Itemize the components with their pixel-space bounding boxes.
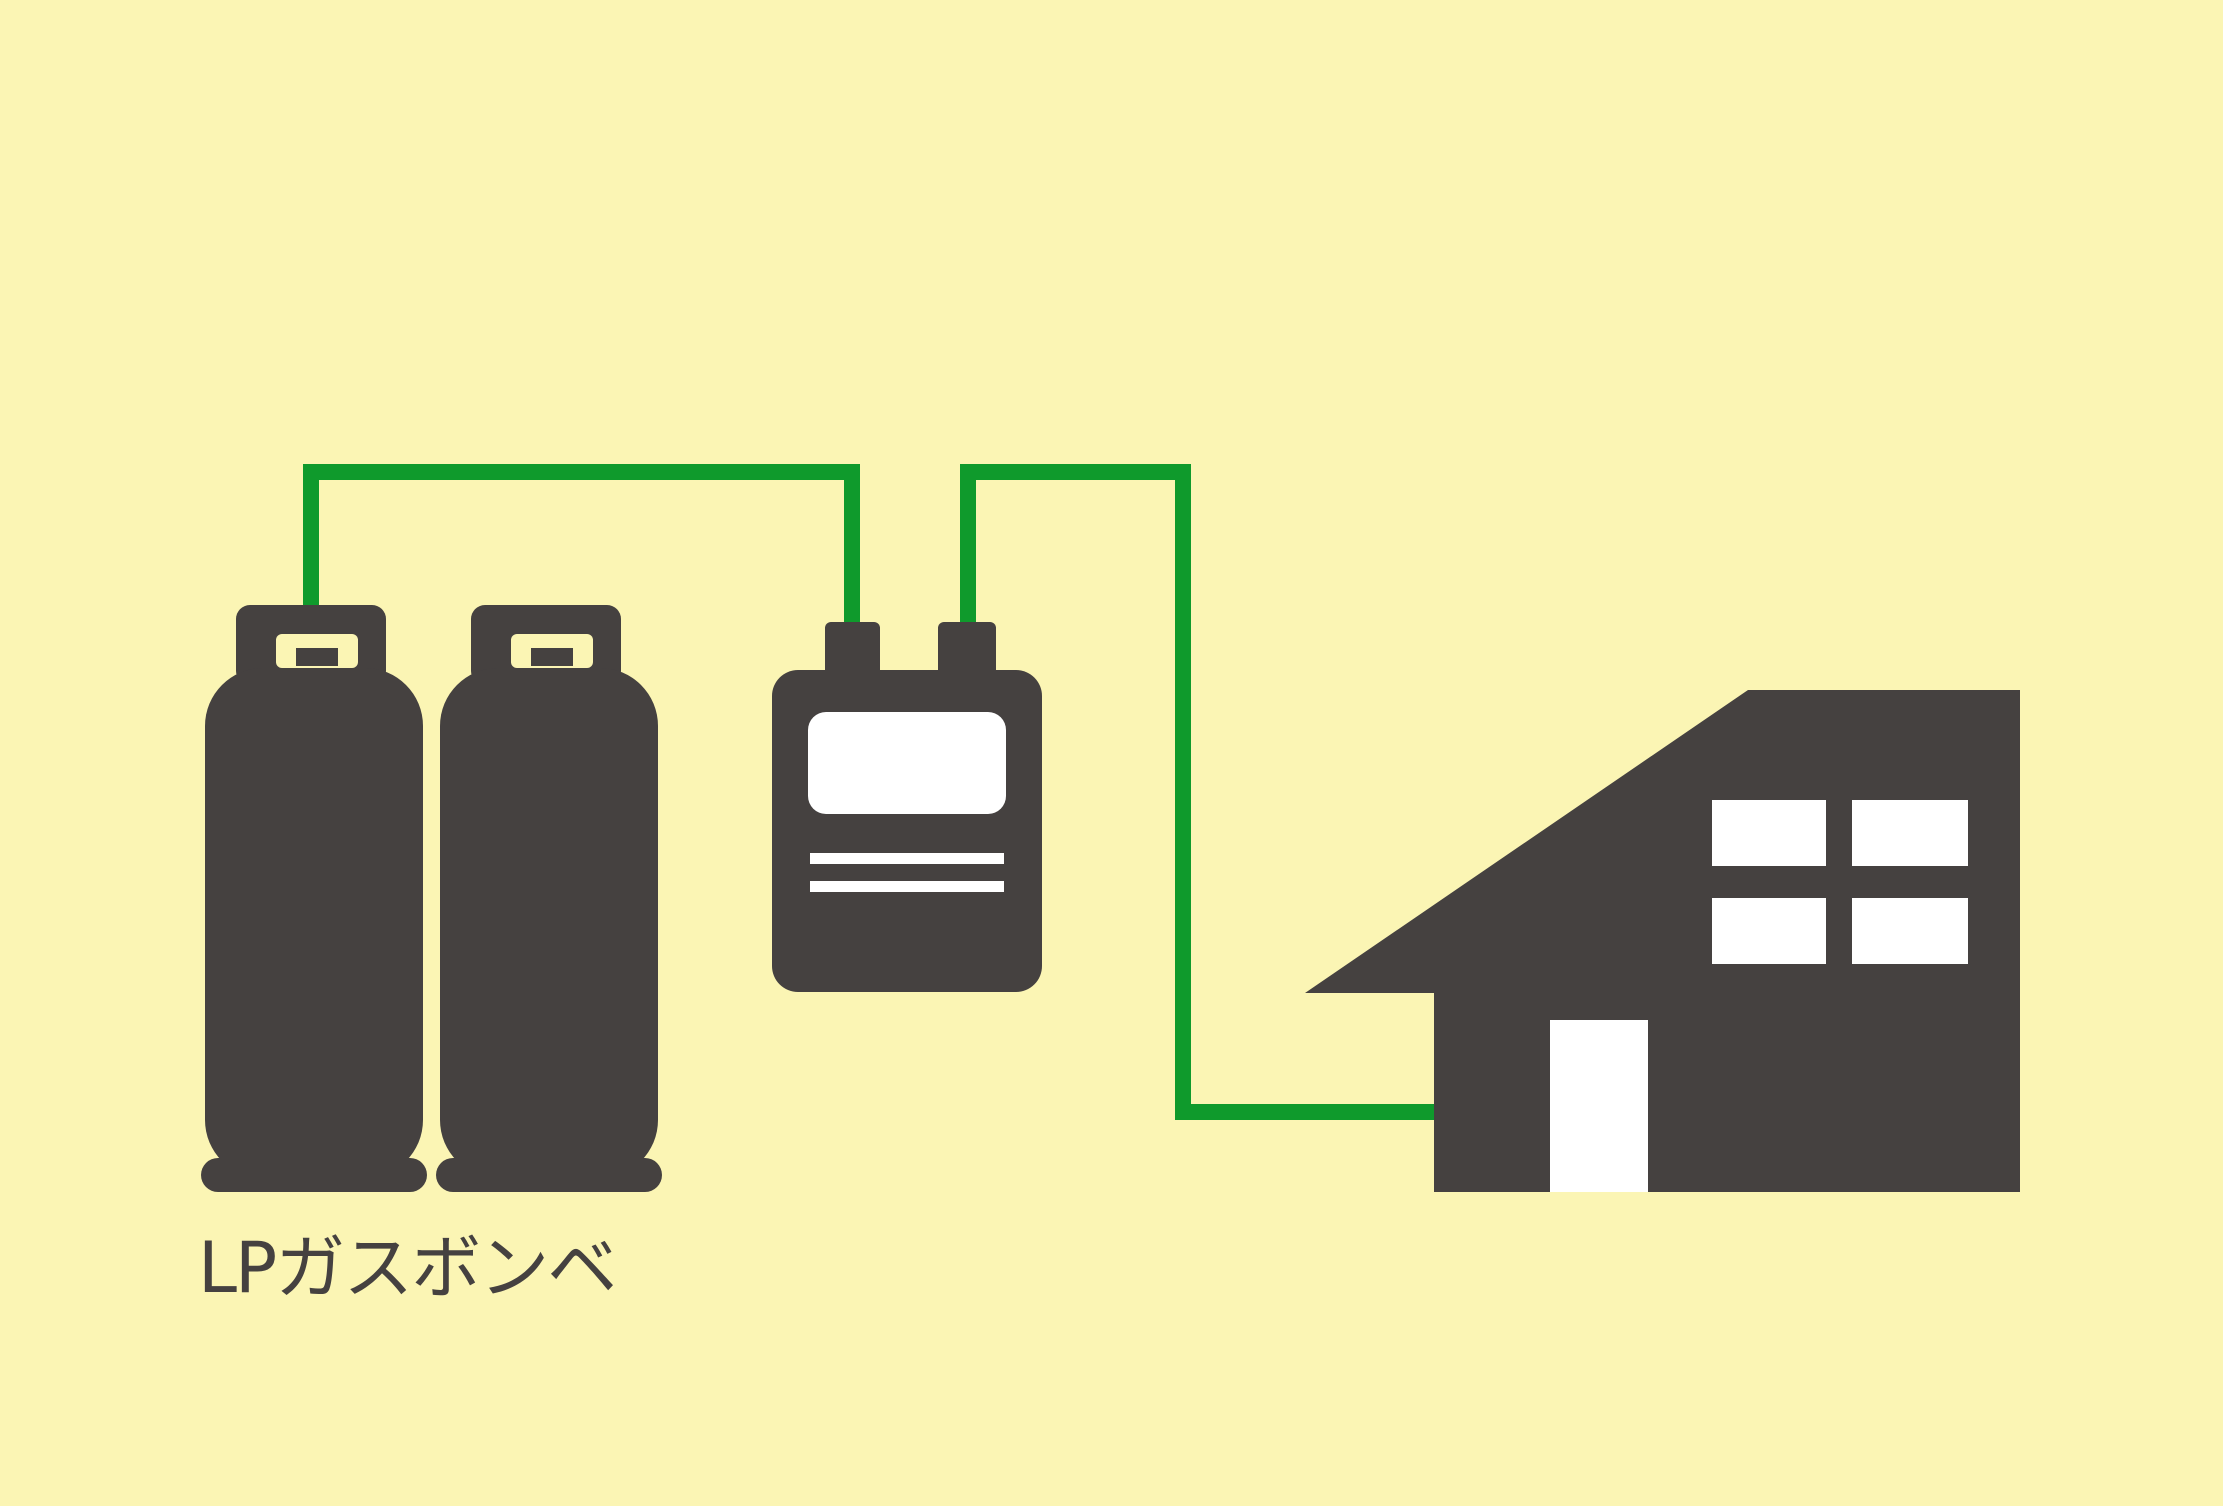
house-window	[1852, 898, 1968, 964]
house-roof	[1305, 690, 2020, 1192]
house-window	[1852, 800, 1968, 866]
gas-cylinder-icon	[436, 605, 662, 1192]
house-icon	[1305, 690, 2020, 1192]
house-window	[1712, 898, 1826, 964]
house-window	[1712, 800, 1826, 866]
cylinder-label: LPガスボンベ	[198, 1227, 617, 1309]
house-door	[1550, 1020, 1648, 1192]
pipe-meter-to-house	[960, 464, 1440, 1120]
gas-meter-icon	[772, 622, 1042, 992]
pipe-cylinder-to-meter	[303, 464, 860, 630]
gas-cylinder-icon	[201, 605, 427, 1192]
